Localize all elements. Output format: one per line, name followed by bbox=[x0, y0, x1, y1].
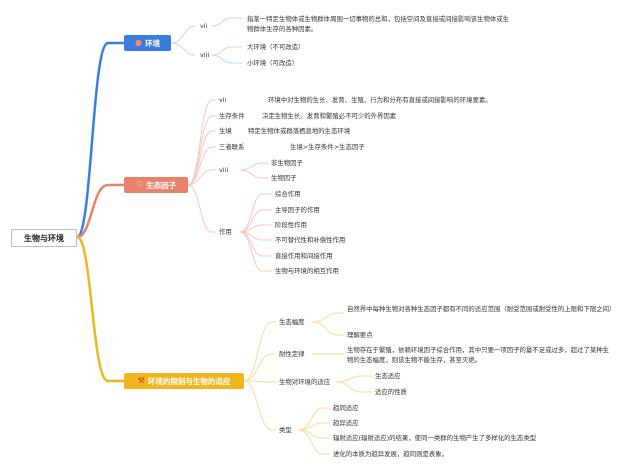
limit-type-item: 趋异适应 bbox=[333, 419, 359, 427]
heart-icon: ♡ bbox=[135, 180, 144, 189]
limit-type-item: 进化的本质为趋异发展，趋同则是表象。 bbox=[333, 450, 449, 458]
eco-effect-item: 生物与环境的相互作用 bbox=[275, 267, 339, 275]
limit-adapt-label: 生物对环境的适应 bbox=[279, 378, 331, 386]
env-connectors bbox=[170, 17, 242, 64]
node-eco[interactable]: ♡ 生态因子 bbox=[124, 177, 188, 193]
eco-effect-item: 阶段性作用 bbox=[275, 221, 307, 229]
node-eco-label: 生态因子 bbox=[146, 180, 177, 190]
root-node[interactable]: 生物与环境 bbox=[11, 229, 77, 247]
limit-types-label: 类型 bbox=[279, 426, 292, 434]
eco-row-label: 生境 bbox=[219, 127, 232, 135]
env-type-small: 小环境（可改造） bbox=[247, 59, 299, 67]
eco-effect-item: 不可替代性和补偿性作用 bbox=[275, 236, 346, 244]
limit-adapt-item: 适应的性质 bbox=[375, 388, 407, 396]
limit-type-item: 趋同适应 bbox=[333, 404, 359, 412]
eco-effect-item: 直接作用和间接作用 bbox=[275, 252, 333, 260]
env-type-big: 大环境（不可改造） bbox=[247, 43, 305, 51]
eco-connectors bbox=[187, 99, 272, 272]
eco-viii-label: viii bbox=[219, 166, 229, 174]
eco-row-text: 生境>生存条件>生态因子 bbox=[290, 143, 365, 151]
eco-effect-item: 综合作用 bbox=[275, 190, 301, 198]
eco-factor-item: 生物因子 bbox=[271, 174, 297, 182]
limit-range-label: 生态幅度 bbox=[279, 318, 305, 326]
limit-connectors bbox=[243, 312, 372, 455]
limit-tolerance-label: 耐性定律 bbox=[279, 350, 305, 358]
env-def-label: vii bbox=[200, 22, 208, 30]
eco-row-label: 生存条件 bbox=[219, 112, 245, 120]
eco-factor-item: 非生物因子 bbox=[271, 159, 303, 167]
limit-tolerance-text: 生物存在于繁殖，依赖环境因子综合作用，其中只要一项因子的量不足或过多，超过了某种… bbox=[347, 346, 610, 364]
node-limit-label: 环境的限制与生物的适应 bbox=[147, 376, 231, 386]
env-types-label: viii bbox=[200, 51, 210, 59]
eco-effect-item: 主导因子的作用 bbox=[275, 206, 320, 214]
limit-range-point: 理解要点 bbox=[347, 331, 373, 339]
eco-effect-label: 作用 bbox=[219, 228, 232, 236]
eco-row-text: 决定生物生长、发育和繁殖必不可少的外界因素 bbox=[262, 112, 397, 120]
eco-row-text: 环境中对生物的生长、发育、生殖、行为和分布有直接或间接影响的环境要素。 bbox=[268, 96, 492, 104]
branch-env bbox=[75, 41, 124, 239]
root-label: 生物与环境 bbox=[24, 233, 64, 243]
branch-limit bbox=[76, 235, 124, 383]
node-env[interactable]: ● 环境 bbox=[124, 35, 171, 51]
branch-eco bbox=[76, 183, 124, 239]
eco-row-label: vii bbox=[219, 96, 227, 104]
tools-icon: ⚒ bbox=[137, 376, 145, 385]
eco-row-text: 特定生物体或群落栖息地的生态环境 bbox=[248, 127, 351, 135]
dot-icon: ● bbox=[135, 38, 142, 47]
eco-row-label: 三者联系 bbox=[219, 143, 245, 151]
limit-adapt-item: 生态适应 bbox=[375, 372, 401, 380]
env-def-text: 指某一特定生物体或生物群体周围一切事物的总和，包括空间及直接或间接影响该生物体或… bbox=[247, 15, 510, 33]
limit-range-text: 自然界中每种生物对各种生态因子都有不同的适应范围（耐受范围或耐受性的上限和下限之… bbox=[347, 305, 616, 313]
limit-type-item: 辐射适应(辐射适应)的结果，使同一类群的生物产生了多样化的生态类型 bbox=[333, 434, 537, 442]
node-env-label: 环境 bbox=[144, 38, 160, 48]
node-limit[interactable]: ⚒ 环境的限制与生物的适应 bbox=[124, 373, 244, 389]
